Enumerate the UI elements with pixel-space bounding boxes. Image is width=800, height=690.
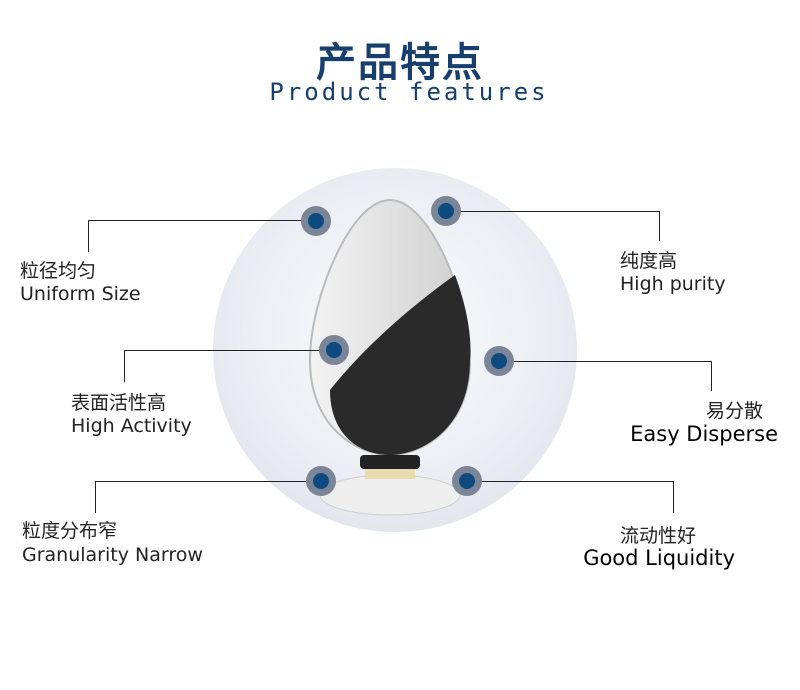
- connector-line: [659, 211, 660, 241]
- marker-dot-icon: [452, 466, 482, 496]
- feature-cn: 粒度分布窄: [22, 520, 118, 542]
- connector-line: [499, 361, 711, 362]
- connector-line: [673, 481, 674, 513]
- marker-dot-icon: [301, 206, 331, 236]
- feature-en: Uniform Size: [20, 283, 141, 305]
- feature-cn: 易分散: [705, 400, 763, 422]
- marker-dot-icon: [319, 335, 349, 365]
- connector-line: [124, 350, 125, 382]
- feature-en: High purity: [620, 273, 726, 295]
- connector-line: [88, 220, 316, 221]
- feature-en: Granularity Narrow: [22, 544, 203, 566]
- feature-cn: 粒径均匀: [20, 260, 97, 282]
- powder-flask-image: [308, 198, 472, 516]
- feature-cn: 纯度高: [620, 250, 678, 272]
- feature-en: High Activity: [71, 415, 192, 437]
- feature-cn: 表面活性高: [71, 392, 167, 414]
- connector-line: [124, 350, 334, 351]
- marker-dot-icon: [484, 346, 514, 376]
- marker-dot-icon: [306, 466, 336, 496]
- title-chinese: 产品特点: [316, 40, 484, 86]
- marker-dot-icon: [431, 196, 461, 226]
- connector-line: [467, 481, 673, 482]
- connector-line: [446, 211, 659, 212]
- connector-line: [711, 361, 712, 391]
- connector-line: [95, 481, 321, 482]
- feature-en: Easy Disperse: [630, 422, 778, 446]
- title-english: Product features: [269, 78, 549, 106]
- connector-line: [95, 481, 96, 513]
- connector-line: [88, 220, 89, 252]
- feature-en: Good Liquidity: [583, 546, 735, 570]
- feature-cn: 流动性好: [620, 525, 697, 547]
